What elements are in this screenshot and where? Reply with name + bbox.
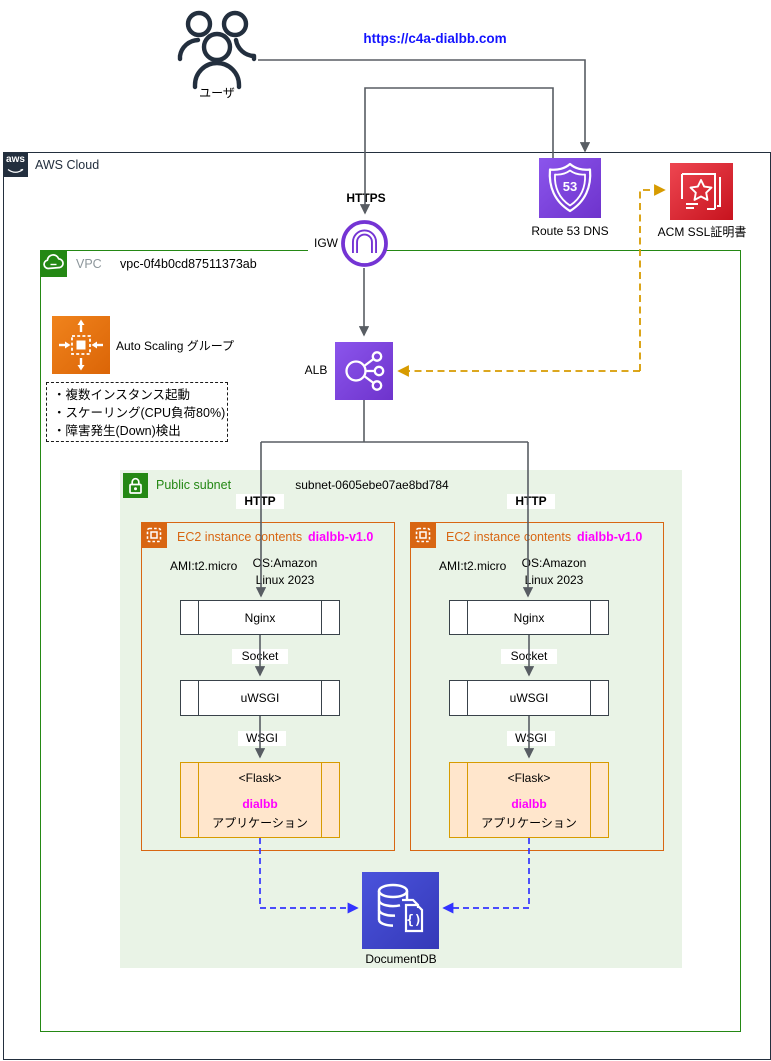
flask-tag: <Flask>: [507, 771, 551, 785]
ami-label-left: AMI:t2.micro: [170, 559, 238, 573]
http-label-left: HTTP: [236, 494, 284, 509]
note-line: ・障害発生(Down)検出: [53, 424, 181, 438]
os-line2-left: Linux 2023: [255, 573, 315, 587]
wsgi-label-right: WSGI: [507, 731, 555, 746]
ec2-instance-right: [410, 522, 664, 851]
aws-cloud-label: AWS Cloud: [35, 158, 100, 172]
user-label: ユーザ: [199, 86, 235, 100]
auto-scaling-notes: ・複数インスタンス起動 ・スケーリング(CPU負荷80%) ・障害発生(Down…: [46, 382, 228, 442]
aws-logo-text: aws: [6, 154, 25, 165]
ec2-contents-icon-right: [410, 522, 436, 548]
ec2-contents-icon-left: [141, 522, 167, 548]
public-subnet-label: Public subnet: [156, 478, 232, 492]
users-icon: [176, 6, 258, 90]
uwsgi-label: uWSGI: [240, 691, 280, 705]
socket-label-right: Socket: [501, 649, 557, 664]
site-url: https://c4a-dialbb.com: [363, 31, 507, 46]
note-line: ・複数インスタンス起動: [53, 388, 191, 402]
flask-tag: <Flask>: [238, 771, 282, 785]
route53-icon: 53: [539, 158, 601, 218]
route53-badge: 53: [563, 179, 577, 194]
wire-user-to-route53: [258, 59, 591, 153]
uwsgi-box-left: uWSGI: [180, 680, 340, 716]
auto-scaling-icon: [52, 316, 110, 374]
os-line1-left: OS:Amazon: [252, 556, 318, 570]
vpc-label: VPC: [76, 257, 102, 271]
socket-label-left: Socket: [232, 649, 288, 664]
acm-certificate-icon: [670, 163, 733, 220]
ec2-version-right: dialbb-v1.0: [577, 530, 643, 544]
nginx-box-left: Nginx: [180, 600, 340, 635]
alb-icon: [335, 342, 393, 400]
alb-label: ALB: [298, 363, 334, 378]
ec2-title-right: EC2 instance contents: [446, 530, 572, 544]
vpc-id: vpc-0f4b0cd87511373ab: [120, 257, 257, 271]
nginx-label: Nginx: [513, 610, 545, 625]
vpc-boundary: [40, 250, 741, 1032]
ec2-version-left: dialbb-v1.0: [308, 530, 374, 544]
internet-gateway-icon: [340, 219, 389, 268]
app-suffix: アプリケーション: [212, 816, 308, 830]
flask-app-box-right: <Flask> dialbb アプリケーション: [449, 762, 609, 838]
aws-logo-icon: aws: [3, 152, 28, 177]
app-name: dialbb: [511, 797, 547, 811]
note-line: ・スケーリング(CPU負荷80%): [53, 406, 226, 420]
svg-text:{): {): [406, 913, 422, 928]
app-name: dialbb: [242, 797, 278, 811]
documentdb-icon: {): [362, 872, 439, 949]
os-line1-right: OS:Amazon: [521, 556, 587, 570]
os-line2-right: Linux 2023: [524, 573, 584, 587]
uwsgi-box-right: uWSGI: [449, 680, 609, 716]
subnet-id: subnet-0605ebe07ae8bd784: [295, 478, 449, 492]
uwsgi-label: uWSGI: [509, 691, 549, 705]
wsgi-label-left: WSGI: [238, 731, 286, 746]
https-label: HTTPS: [341, 191, 391, 206]
vpc-icon: [40, 250, 67, 277]
igw-label: IGW: [308, 236, 344, 251]
nginx-box-right: Nginx: [449, 600, 609, 635]
route53-label: Route 53 DNS: [531, 224, 609, 238]
app-suffix: アプリケーション: [481, 816, 577, 830]
auto-scaling-label: Auto Scaling グループ: [116, 339, 234, 353]
http-label-right: HTTP: [507, 494, 555, 509]
public-subnet-icon: [123, 473, 148, 498]
documentdb-label: DocumentDB: [365, 952, 437, 966]
ami-label-right: AMI:t2.micro: [439, 559, 507, 573]
flask-app-box-left: <Flask> dialbb アプリケーション: [180, 762, 340, 838]
acm-label: ACM SSL証明書: [657, 225, 747, 239]
nginx-label: Nginx: [244, 610, 276, 625]
ec2-title-left: EC2 instance contents: [177, 530, 303, 544]
